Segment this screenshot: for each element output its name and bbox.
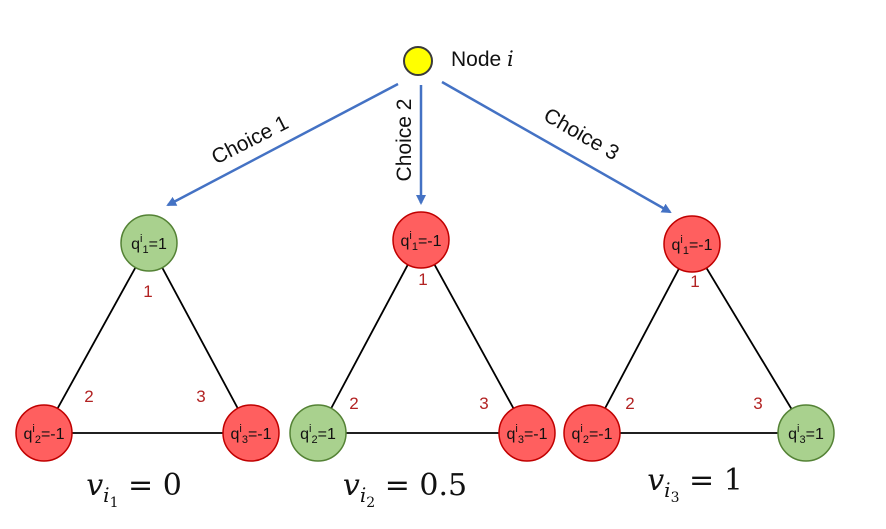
q-symbol: q	[400, 233, 409, 250]
q-superscript: i	[409, 230, 411, 242]
q-superscript: i	[797, 423, 799, 435]
node-q-label: qi3=-1	[506, 423, 547, 446]
q-superscript: i	[32, 423, 34, 435]
value-rhs: = 0.5	[375, 468, 467, 503]
negative-node	[498, 404, 556, 462]
q-value: =-1	[689, 237, 713, 254]
value-sub-subscript: 1	[110, 495, 119, 511]
q-value: =1	[318, 426, 336, 443]
node-index-label: 3	[479, 394, 488, 413]
positive-node	[289, 404, 347, 462]
q-symbol: q	[671, 237, 680, 254]
q-superscript: i	[680, 234, 682, 246]
triangle-edge	[591, 243, 693, 434]
q-superscript: i	[515, 423, 517, 435]
value-sub-subscript: 2	[366, 495, 375, 511]
q-subscript: 3	[799, 434, 805, 446]
root-node: Node i	[403, 46, 514, 76]
q-value: =1	[806, 426, 824, 443]
q-superscript: i	[140, 233, 142, 245]
triangle-edge	[148, 242, 252, 434]
positive-node	[777, 404, 835, 462]
node-q-label: qi2=1	[300, 423, 336, 446]
choice-arrows	[166, 80, 672, 214]
q-value: =-1	[41, 426, 65, 443]
triangle-edge	[43, 242, 150, 434]
q-subscript: 2	[311, 434, 317, 446]
node-q-label: qi2=-1	[23, 423, 64, 446]
value-subscript: i	[664, 478, 670, 502]
value-rhs: = 0	[118, 468, 181, 503]
negative-node	[563, 404, 621, 462]
q-superscript: i	[239, 423, 241, 435]
q-symbol: q	[506, 426, 515, 443]
node-index-label: 1	[690, 272, 699, 291]
q-subscript: 3	[518, 434, 524, 446]
q-subscript: 2	[35, 434, 41, 446]
choice-1-arrow	[166, 82, 399, 207]
q-subscript: 1	[142, 244, 148, 256]
value-var: v	[647, 463, 664, 498]
negative-node	[222, 404, 280, 462]
negative-node	[663, 215, 721, 273]
node-q-label: qi3=1	[788, 423, 824, 446]
choice-3-arrow	[441, 80, 672, 214]
root-node-circle	[403, 46, 433, 76]
node-q-label: qi1=-1	[400, 230, 441, 253]
root-node-label: Node i	[451, 47, 514, 71]
triangle-value-label: vi1 = 0	[86, 468, 182, 511]
q-superscript: i	[309, 423, 311, 435]
q-value: =1	[149, 236, 167, 253]
triangle-edge	[691, 243, 807, 434]
negative-node	[15, 404, 73, 462]
node-index-label: 2	[84, 387, 93, 406]
node-q-label: qi3=-1	[230, 423, 271, 446]
triangle-value-label: vi2 = 0.5	[343, 468, 467, 511]
q-value: =-1	[524, 426, 548, 443]
node-q-label: qi2=-1	[571, 423, 612, 446]
q-symbol: q	[788, 426, 797, 443]
choice-3-label: Choice 3	[540, 104, 623, 165]
q-superscript: i	[580, 423, 582, 435]
value-rhs: = 1	[679, 463, 742, 498]
q-value: =-1	[418, 233, 442, 250]
q-symbol: q	[23, 426, 32, 443]
value-subscript: i	[103, 483, 109, 507]
q-symbol: q	[230, 426, 239, 443]
triangle-edge	[420, 239, 528, 434]
node-q-label: qi1=1	[131, 233, 167, 256]
value-sub-subscript: 3	[671, 490, 680, 506]
q-symbol: q	[571, 426, 580, 443]
node-index-label: 1	[418, 270, 427, 289]
negative-node	[392, 211, 450, 269]
choice-2-label: Choice 2	[393, 99, 416, 182]
node-index-label: 1	[143, 282, 152, 301]
q-subscript: 1	[683, 245, 689, 257]
q-symbol: q	[300, 426, 309, 443]
value-subscript: i	[360, 483, 366, 507]
node-index-label: 2	[625, 394, 634, 413]
q-symbol: q	[131, 236, 140, 253]
value-var: v	[86, 468, 103, 503]
triangle-edge	[317, 239, 422, 434]
positive-node	[120, 214, 178, 272]
q-value: =-1	[589, 426, 613, 443]
q-subscript: 3	[242, 434, 248, 446]
q-value: =-1	[248, 426, 272, 443]
node-q-label: qi1=-1	[671, 234, 712, 257]
q-subscript: 2	[583, 434, 589, 446]
node-index-label: 3	[753, 394, 762, 413]
node-index-label: 3	[196, 387, 205, 406]
q-subscript: 1	[412, 241, 418, 253]
node-index-label: 2	[349, 394, 358, 413]
triangle-value-label: vi3 = 1	[647, 463, 743, 506]
value-var: v	[343, 468, 360, 503]
